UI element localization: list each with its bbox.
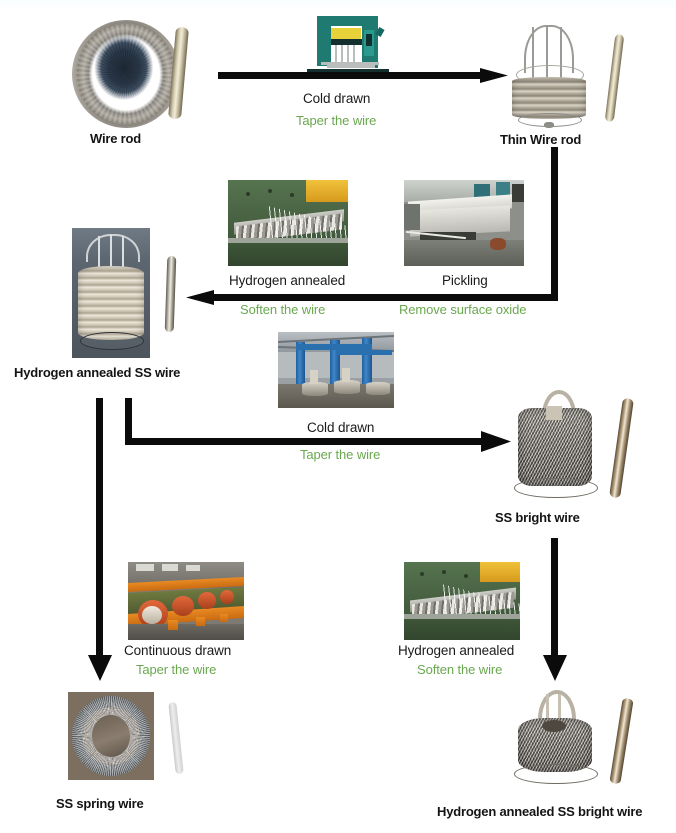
photo-annealing-furnace-2	[404, 562, 520, 640]
product-bright-sample	[609, 397, 634, 499]
node-label-hydrogen-annealed-ss-bright-wire: Hydrogen annealed SS bright wire	[437, 804, 643, 819]
step-label-cold-drawn-2: Cold drawn	[307, 420, 375, 435]
connector-thin-wire-down	[551, 147, 558, 301]
product-spring-sample	[168, 701, 184, 775]
photo-pickling-line	[404, 180, 524, 266]
arrow-cold-drawn-1	[218, 68, 508, 83]
product-annealed-coil	[72, 228, 150, 358]
step-sub-hydrogen-annealed-2: Soften the wire	[417, 662, 503, 677]
step-sub-continuous-drawn: Taper the wire	[136, 662, 217, 677]
step-sub-hydrogen-annealed-1: Soften the wire	[240, 302, 326, 317]
step-sub-cold-drawn-2: Taper the wire	[300, 447, 381, 462]
connector-bright-down	[551, 538, 558, 663]
photo-annealing-furnace-1	[228, 180, 348, 266]
connector-branch-elbow-vertical	[125, 398, 132, 445]
arrow-anneal-pickle-left	[186, 290, 556, 305]
connector-branch-down-left	[96, 398, 103, 668]
product-thin-wire-sample	[604, 33, 625, 123]
product-annealed-bright-coil	[512, 690, 598, 790]
arrow-cold-drawn-2	[125, 431, 511, 452]
product-spring-ring	[68, 692, 154, 780]
product-thin-wire-rod-spool	[508, 25, 590, 129]
node-label-ss-spring-wire: SS spring wire	[56, 796, 144, 811]
step-label-continuous-drawn: Continuous drawn	[124, 643, 232, 658]
product-annealed-sample	[164, 255, 177, 333]
photo-continuous-line	[128, 562, 244, 640]
step-label-cold-drawn-1: Cold drawn	[303, 91, 371, 106]
product-wire-rod-coil	[72, 20, 180, 128]
top-gradient-wash	[0, 0, 676, 10]
product-bright-coil	[512, 390, 598, 506]
photo-drawing-press	[307, 12, 389, 72]
node-label-ss-bright-wire: SS bright wire	[495, 510, 580, 525]
step-label-pickling: Pickling	[442, 273, 488, 288]
product-annealed-bright-sample	[609, 697, 634, 785]
step-label-hydrogen-annealed-2: Hydrogen annealed	[398, 643, 515, 658]
step-sub-pickling: Remove surface oxide	[399, 302, 527, 317]
step-sub-cold-drawn-1: Taper the wire	[296, 113, 377, 128]
arrowhead-continuous-drawn-down	[88, 655, 112, 681]
node-label-hydrogen-annealed-ss-wire: Hydrogen annealed SS wire	[14, 365, 181, 380]
node-label-thin-wire-rod: Thin Wire rod	[500, 132, 582, 147]
arrowhead-hydrogen-annealed-2-down	[543, 655, 567, 681]
node-label-wire-rod: Wire rod	[90, 131, 142, 146]
photo-drawing-shop	[278, 332, 394, 408]
step-label-hydrogen-annealed-1: Hydrogen annealed	[229, 273, 346, 288]
